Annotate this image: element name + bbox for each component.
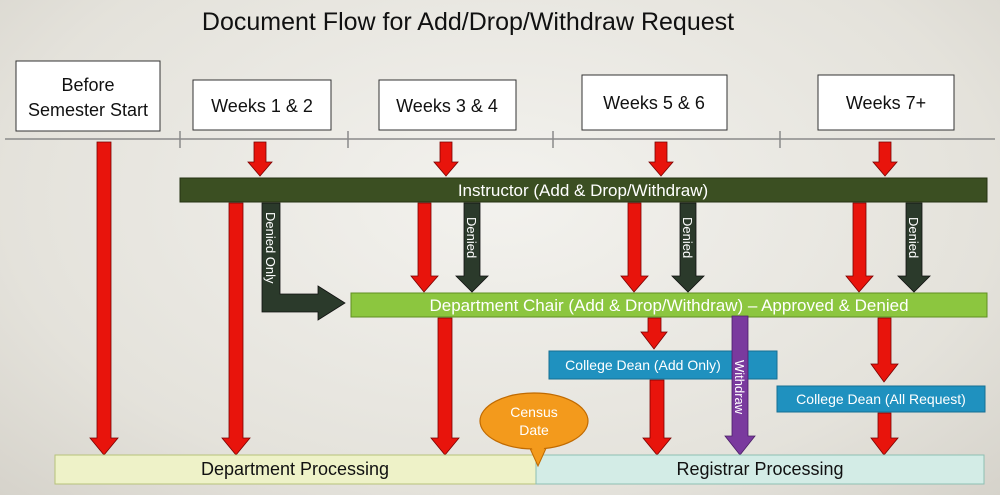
period-weeks-3-4: Weeks 3 & 4 xyxy=(378,79,517,131)
instructor-bar-label: Instructor (Add & Drop/Withdraw) xyxy=(458,181,708,200)
period-weeks-7-plus-label: Weeks 7+ xyxy=(846,93,926,113)
arrow-weeks34-to-instructor xyxy=(433,141,459,177)
denied-label-weeks56: Denied xyxy=(680,217,695,258)
arrow-instructor-to-dept-processing xyxy=(221,202,251,456)
arrow-denied-to-chair-weeks7 xyxy=(897,202,931,293)
arrow-before-to-dept-processing xyxy=(89,141,119,456)
denied-label-weeks7: Denied xyxy=(906,217,921,258)
period-before-line1: Before xyxy=(61,75,114,95)
arrow-dean-all-to-registrar xyxy=(870,412,899,456)
timeline-ticks xyxy=(179,131,781,148)
registrar-processing-label: Registrar Processing xyxy=(676,459,843,479)
period-weeks-5-6-label: Weeks 5 & 6 xyxy=(603,93,705,113)
arrow-instructor-to-chair-weeks34 xyxy=(410,202,439,293)
arrow-instructor-to-chair-weeks7 xyxy=(845,202,874,293)
arrow-dean-add-to-registrar xyxy=(642,379,672,456)
arrow-withdraw-to-registrar xyxy=(724,315,756,456)
period-before-semester: Before Semester Start xyxy=(15,60,161,132)
arrow-weeks12-to-instructor xyxy=(247,141,273,177)
arrows-period-to-instructor xyxy=(247,141,898,177)
arrow-instructor-to-chair-weeks56 xyxy=(620,202,649,293)
arrow-denied-to-chair-weeks56 xyxy=(671,202,705,293)
registrar-processing-bar: Registrar Processing xyxy=(535,454,985,485)
withdraw-label: Withdraw xyxy=(732,360,747,415)
census-label-line1: Census xyxy=(510,404,557,420)
department-processing-label: Department Processing xyxy=(201,459,389,479)
arrow-chair-to-dept-processing xyxy=(430,317,460,456)
period-weeks-1-2-label: Weeks 1 & 2 xyxy=(211,96,313,116)
denied-only-label: Denied Only xyxy=(263,212,278,284)
college-dean-add-label: College Dean (Add Only) xyxy=(565,357,721,373)
diagram-title: Document Flow for Add/Drop/Withdraw Requ… xyxy=(202,8,734,36)
department-processing-bar: Department Processing xyxy=(54,454,537,485)
period-weeks-5-6: Weeks 5 & 6 xyxy=(581,74,728,131)
period-weeks-7-plus: Weeks 7+ xyxy=(817,74,955,131)
arrow-weeks56-to-instructor xyxy=(648,141,674,177)
arrow-denied-to-chair-weeks34 xyxy=(455,202,489,293)
arrow-chair-to-dean-all xyxy=(870,317,899,383)
census-date-callout: Census Date xyxy=(479,392,589,468)
period-weeks-1-2: Weeks 1 & 2 xyxy=(192,79,332,131)
arrow-weeks7-to-instructor xyxy=(872,141,898,177)
department-chair-bar-label: Department Chair (Add & Drop/Withdraw) –… xyxy=(429,296,908,315)
arrow-denied-only-to-chair xyxy=(261,202,346,321)
census-label-line2: Date xyxy=(519,422,549,438)
denied-label-weeks34: Denied xyxy=(464,217,479,258)
period-before-line2: Semester Start xyxy=(28,100,148,120)
period-weeks-3-4-label: Weeks 3 & 4 xyxy=(396,96,498,116)
arrow-chair-to-dean-add xyxy=(640,317,668,350)
department-chair-bar: Department Chair (Add & Drop/Withdraw) –… xyxy=(350,292,988,318)
college-dean-all-box: College Dean (All Request) xyxy=(776,385,986,413)
college-dean-all-label: College Dean (All Request) xyxy=(796,391,966,407)
instructor-bar: Instructor (Add & Drop/Withdraw) xyxy=(179,177,988,203)
